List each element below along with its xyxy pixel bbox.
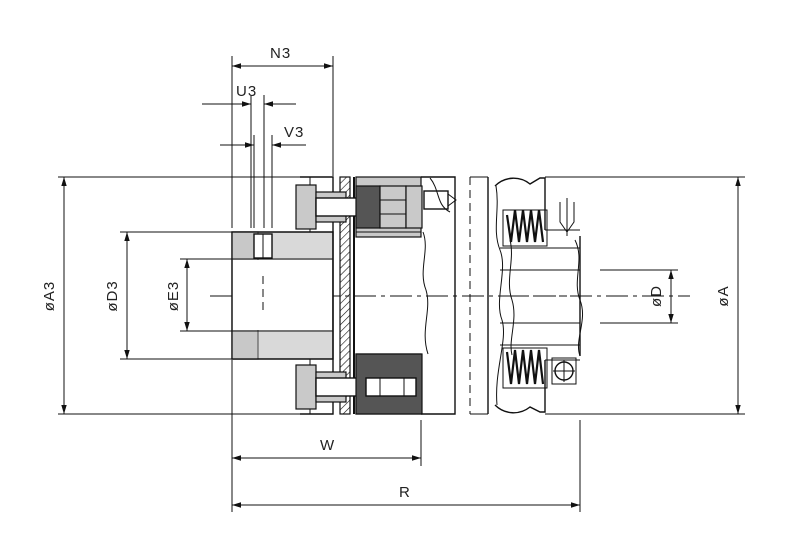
dimension-lines <box>61 63 741 508</box>
bottom-bolt <box>295 353 423 415</box>
extension-lines <box>58 56 745 512</box>
housing-cutaway <box>421 176 489 415</box>
label-e3: øE3 <box>165 281 182 312</box>
label-n3: N3 <box>270 45 291 62</box>
label-w: W <box>320 437 335 454</box>
label-a3: øA3 <box>41 281 58 312</box>
bottom-spring <box>505 349 545 385</box>
label-a: øA <box>715 285 732 306</box>
label-d: øD <box>648 285 665 307</box>
top-spring <box>505 209 545 243</box>
label-v3: V3 <box>284 124 304 141</box>
hub <box>231 176 334 415</box>
clutch-unit <box>494 177 584 414</box>
label-u3: U3 <box>236 83 257 100</box>
label-d3: øD3 <box>104 280 121 311</box>
top-bolt <box>295 184 457 230</box>
label-r: R <box>399 484 411 501</box>
